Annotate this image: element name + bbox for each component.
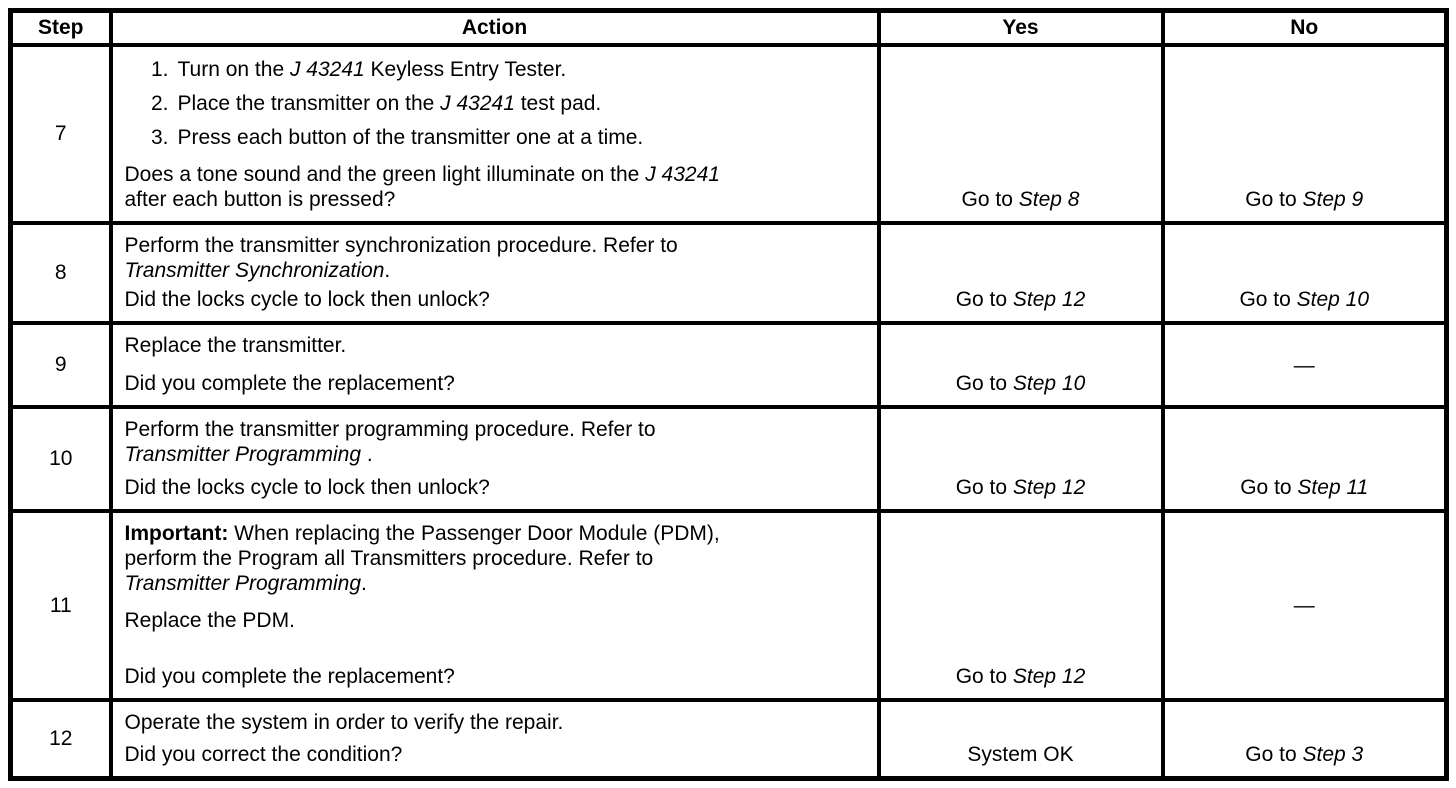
header-step: Step: [8, 8, 113, 47]
no-cell: Go to Step 3: [1160, 698, 1449, 781]
action-cell: Operate the system in order to verify th…: [108, 698, 881, 781]
yes-answer: Go to Step 12: [955, 288, 1086, 311]
header-action: Action: [108, 8, 881, 47]
action-text: Operate the system in order to verify th…: [124, 711, 564, 734]
action-list-item: 3. Press each button of the transmitter …: [143, 125, 863, 150]
action-cell: 1. Turn on the J 43241 Keyless Entry Tes…: [108, 43, 881, 225]
no-answer: Go to Step 9: [1245, 188, 1364, 211]
step-number: 7: [8, 43, 113, 225]
no-cell: —: [1160, 321, 1449, 409]
action-question: Did the locks cycle to lock then unlock?: [124, 288, 490, 311]
step-number: 9: [8, 321, 113, 409]
yes-answer: Go to Step 8: [961, 188, 1080, 211]
no-cell: Go to Step 10: [1160, 221, 1449, 325]
no-answer-dash: —: [1293, 594, 1315, 617]
action-cell: Replace the transmitter. Did you complet…: [108, 321, 881, 409]
action-question: Does a tone sound and the green light il…: [124, 163, 720, 211]
action-cell: Perform the transmitter programming proc…: [108, 405, 881, 513]
action-list-item: 2. Place the transmitter on the J 43241 …: [143, 91, 863, 116]
action-text: Replace the PDM.: [124, 609, 295, 632]
yes-answer: Go to Step 10: [955, 372, 1086, 395]
step-number: 10: [8, 405, 113, 513]
yes-cell: Go to Step 12: [876, 221, 1165, 325]
table-row: 8 Perform the transmitter synchronizatio…: [8, 221, 1449, 325]
no-cell: Go to Step 9: [1160, 43, 1449, 225]
no-answer: Go to Step 11: [1240, 476, 1369, 499]
list-number: 2.: [150, 92, 169, 115]
yes-cell: Go to Step 10: [876, 321, 1165, 409]
step-number: 11: [8, 509, 113, 702]
table-row: 9 Replace the transmitter. Did you compl…: [8, 321, 1449, 409]
step-number: 12: [8, 698, 113, 781]
no-answer: Go to Step 3: [1245, 743, 1364, 766]
yes-answer: Go to Step 12: [955, 665, 1086, 688]
list-number: 3.: [150, 126, 169, 149]
header-yes: Yes: [876, 8, 1165, 47]
header-row: Step Action Yes No: [8, 8, 1449, 47]
yes-cell: Go to Step 12: [876, 509, 1165, 702]
yes-answer: System OK: [967, 743, 1074, 766]
action-text: Perform the transmitter programming proc…: [124, 418, 656, 466]
no-cell: Go to Step 11: [1160, 405, 1449, 513]
table-row: 12 Operate the system in order to verify…: [8, 698, 1449, 781]
action-text: Perform the transmitter synchronization …: [124, 234, 678, 282]
yes-cell: Go to Step 8: [876, 43, 1165, 225]
yes-answer: Go to Step 12: [955, 476, 1086, 499]
step-number: 8: [8, 221, 113, 325]
action-text: Replace the transmitter.: [124, 334, 347, 357]
no-answer-dash: —: [1293, 353, 1315, 377]
table-row: 10 Perform the transmitter programming p…: [8, 405, 1449, 513]
table-row: 7 1. Turn on the J 43241 Keyless Entry T…: [8, 43, 1449, 225]
action-question: Did the locks cycle to lock then unlock?: [124, 476, 490, 499]
action-question: Did you complete the replacement?: [124, 665, 455, 688]
action-list-item: 1. Turn on the J 43241 Keyless Entry Tes…: [143, 57, 863, 82]
yes-cell: System OK: [876, 698, 1165, 781]
list-number: 1.: [150, 58, 169, 81]
action-cell: Important: When replacing the Passenger …: [108, 509, 881, 702]
no-answer: Go to Step 10: [1239, 288, 1370, 311]
no-cell: —: [1160, 509, 1449, 702]
action-cell: Perform the transmitter synchronization …: [108, 221, 881, 325]
action-question: Did you complete the replacement?: [124, 372, 455, 395]
yes-cell: Go to Step 12: [876, 405, 1165, 513]
diagnostic-table: Step Action Yes No 7 1. Turn on the J 43…: [8, 8, 1449, 781]
table-row: 11 Important: When replacing the Passeng…: [8, 509, 1449, 702]
action-important-text: Important: When replacing the Passenger …: [124, 522, 720, 595]
action-list: 1. Turn on the J 43241 Keyless Entry Tes…: [143, 57, 863, 159]
action-question: Did you correct the condition?: [124, 743, 403, 766]
header-no: No: [1160, 8, 1449, 47]
